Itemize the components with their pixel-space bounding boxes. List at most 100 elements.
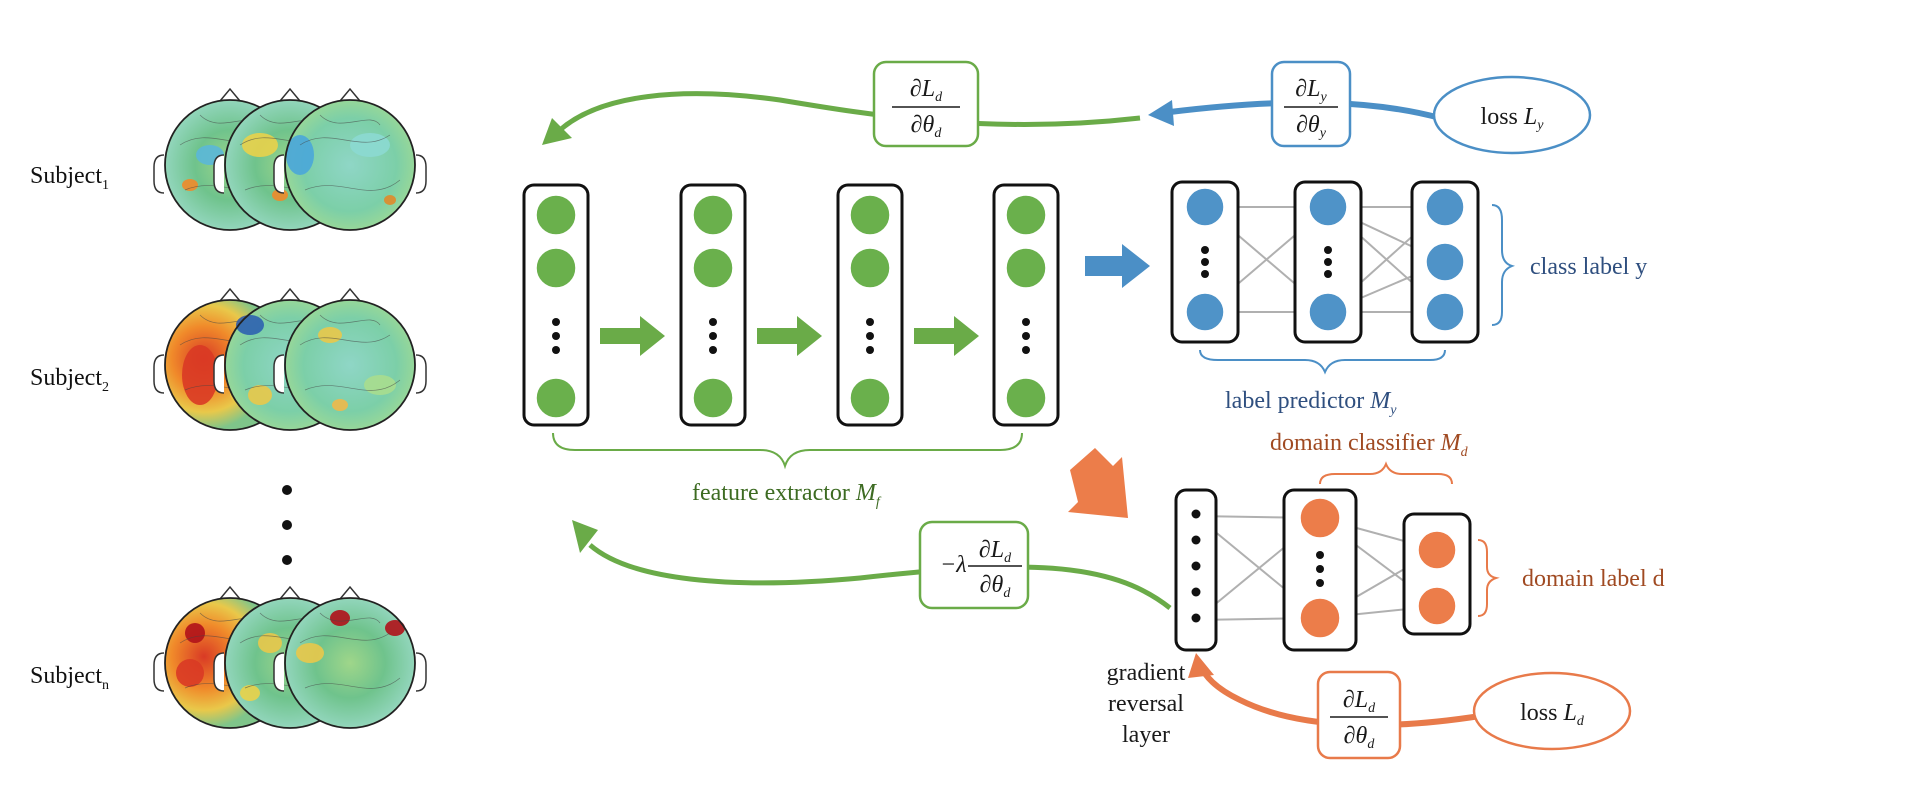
lp-l3-node-1 <box>1425 187 1465 227</box>
feature-layer-4-node-2 <box>1005 247 1047 289</box>
topomap-s1-c-spot-2 <box>384 195 396 205</box>
feature-layer-1-node-2 <box>535 247 577 289</box>
arrow-fe-1 <box>600 316 665 356</box>
gradient-reversal-dots <box>1191 509 1201 623</box>
feature-layer-2-frame <box>679 183 747 427</box>
feature-layer-1-ellipsis-dot-0 <box>552 318 560 326</box>
domain-classifier-label: domain classifier Md <box>1270 430 1469 460</box>
svg-text:reversal: reversal <box>1108 691 1184 717</box>
topomap-s1-c-nose <box>339 87 361 102</box>
gradient-reversal-dots-dot-4 <box>1191 613 1201 623</box>
label-predictor-layer-3 <box>1410 180 1480 344</box>
dc-l1-ellipsis-dot-0 <box>1316 551 1324 559</box>
svg-text:gradient: gradient <box>1107 660 1186 686</box>
dc-l2-node-1 <box>1417 530 1457 570</box>
feature-extractor-label: feature extractor Mf <box>692 480 882 510</box>
domain-classifier-layer-1 <box>1282 488 1358 652</box>
feature-layer-4-ellipsis <box>1022 318 1030 354</box>
topomap-s2-a-nose <box>219 287 241 302</box>
topomap-s2-b-spot-1 <box>248 385 272 405</box>
topomap-s2-a-spot-0 <box>182 345 218 405</box>
topomap-sn-c-left-ear <box>273 652 285 692</box>
svg-text:∂Ld: ∂Ld <box>979 537 1012 566</box>
feature-layer-1-frame <box>522 183 590 427</box>
topomap-s2-c-contours <box>299 314 401 391</box>
feature-extractor <box>522 183 1060 427</box>
lp-l1-ellipsis-dot-2 <box>1201 270 1209 278</box>
lp-l1-ellipsis-dot-0 <box>1201 246 1209 254</box>
svg-text:∂Ld: ∂Ld <box>910 76 943 105</box>
domain-label-text: domain label d <box>1522 566 1665 592</box>
dc-l1-node-bottom <box>1299 597 1341 639</box>
topomap-s2-c-scalp <box>285 300 415 430</box>
feature-layer-4-ellipsis-dot-1 <box>1022 332 1030 340</box>
feature-layer-4 <box>992 183 1060 427</box>
dc-l1-node-top <box>1299 497 1341 539</box>
forward-arrows <box>600 244 1150 518</box>
topomap-s2-c-outline <box>284 299 416 431</box>
topomap-s1-a-nose <box>219 87 241 102</box>
subject-labels: Subject1 Subject2 Subjectn <box>30 163 109 693</box>
topomap-sn-c-spot-0 <box>330 610 350 626</box>
feature-layer-1-ellipsis <box>552 318 560 354</box>
domain-classifier <box>1174 488 1472 652</box>
topomap-s2-c-spot-1 <box>364 375 396 395</box>
lp-l2-ellipsis-dot-1 <box>1324 258 1332 266</box>
topomap-s1-b-spot-0 <box>242 133 278 157</box>
feature-layer-3-ellipsis-dot-2 <box>866 346 874 354</box>
gradient-reversal-dots-dot-1 <box>1191 535 1201 545</box>
lp-l2-ellipsis-dot-0 <box>1324 246 1332 254</box>
topomap-s2-c-left-ear <box>273 354 285 394</box>
svg-text:∂θd: ∂θd <box>911 112 943 141</box>
label-predictor-label: label predictor My <box>1225 388 1397 418</box>
gradient-reversal-layer <box>1174 488 1218 652</box>
feature-layer-1 <box>522 183 590 427</box>
grad-box-bottom-orange: ∂Ld ∂θd <box>1316 670 1402 760</box>
gradient-reversal-label: gradient reversal layer <box>1107 660 1186 748</box>
feature-layer-4-frame <box>992 183 1060 427</box>
gradient-reversal-dots-dot-2 <box>1191 561 1201 571</box>
dc-l1-ellipsis-dot-1 <box>1316 565 1324 573</box>
lp-l1-ellipsis <box>1201 246 1209 278</box>
lp-l3-node-2 <box>1425 242 1465 282</box>
label-predictor-brace <box>1199 349 1446 375</box>
feature-layer-4-node-top <box>1005 194 1047 236</box>
svg-text:−λ: −λ <box>940 552 967 578</box>
arrow-to-domain-classifier <box>1068 448 1128 518</box>
svg-text:loss Ld: loss Ld <box>1520 700 1585 729</box>
topomap-s2-c <box>273 287 427 431</box>
feature-layer-1-ellipsis-dot-2 <box>552 346 560 354</box>
domain-label-brace <box>1477 539 1500 617</box>
dc-l1-ellipsis-dot-2 <box>1316 579 1324 587</box>
topomap-sn-b-left-ear <box>213 652 225 692</box>
subject-2-label: Subject2 <box>30 365 109 395</box>
feature-layer-3-node-top <box>849 194 891 236</box>
topomap-sn-c-spot-2 <box>296 643 324 663</box>
topomap-s2-c-spot-2 <box>332 399 348 411</box>
topomap-sn-b-spot-0 <box>258 633 282 653</box>
feature-layer-4-node-bottom <box>1005 377 1047 419</box>
topomap-sn-a-spot-1 <box>176 659 204 687</box>
topomap-s1-c-right-ear <box>415 154 427 194</box>
bottom-green-gradient-arrow <box>588 543 1172 610</box>
topomap-sn-c-spot-1 <box>385 620 405 636</box>
top-green-gradient-arrow <box>558 91 1141 132</box>
topomap-sn-a-left-ear <box>153 652 165 692</box>
feature-layer-2-node-2 <box>692 247 734 289</box>
gradient-reversal-dots-dot-3 <box>1191 587 1201 597</box>
topomap-s2-c-right-ear <box>415 354 427 394</box>
topomap-sn-c-nose <box>339 585 361 600</box>
lp-l2-node-bottom <box>1308 292 1348 332</box>
svg-text:∂Ld: ∂Ld <box>1343 687 1376 716</box>
feature-layer-2-node-bottom <box>692 377 734 419</box>
lp-l1-node-bottom <box>1185 292 1225 332</box>
arrow-fe-3 <box>914 316 979 356</box>
topomap-s2-c-spot-0 <box>318 327 342 343</box>
feature-layer-1-ellipsis-dot-1 <box>552 332 560 340</box>
grad-box-top-blue: ∂Ly ∂θy <box>1270 60 1352 148</box>
lp-l2-ellipsis <box>1324 246 1332 278</box>
feature-layer-3 <box>836 183 904 427</box>
topomap-s2-b-nose <box>279 287 301 302</box>
feature-layer-3-frame <box>836 183 904 427</box>
subjects-ellipsis <box>282 485 292 565</box>
